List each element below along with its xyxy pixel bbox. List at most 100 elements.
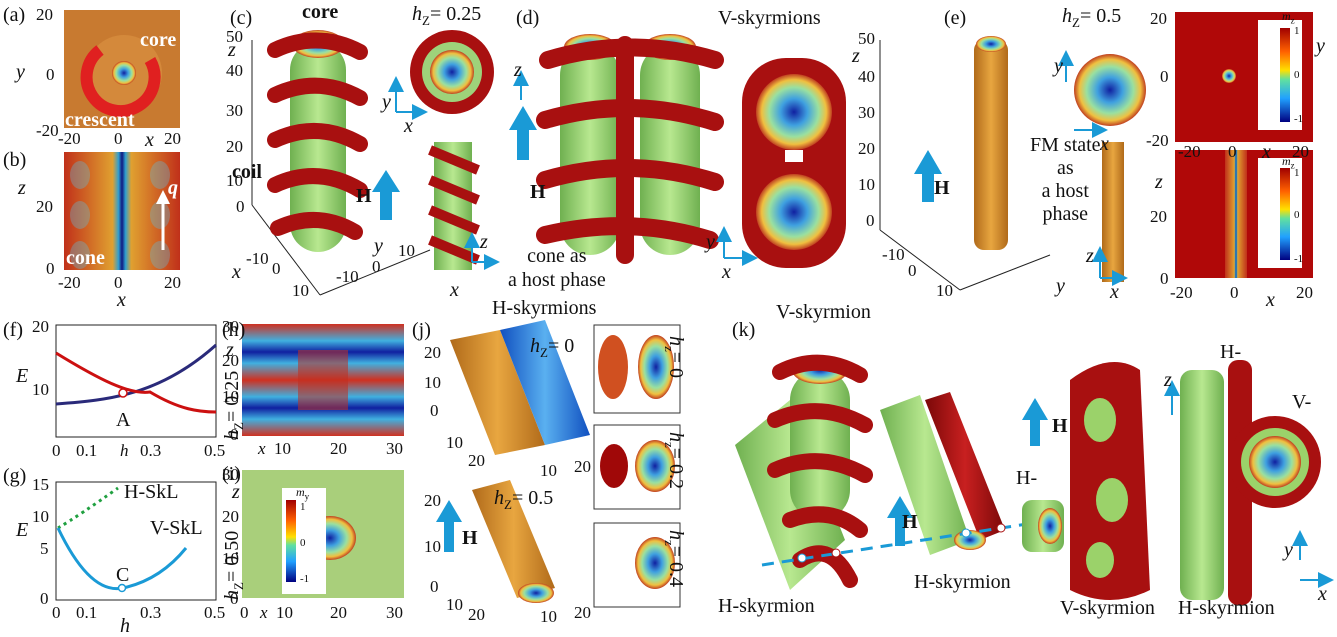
e-inset-x: x — [1100, 133, 1109, 155]
i-xtick-3: 10 — [276, 603, 293, 622]
k-zaxis: z — [1164, 369, 1172, 391]
b-xtick-2: 0 — [114, 273, 123, 292]
panel-b-label: (b) — [3, 149, 27, 171]
j-a-tick-7: 20 — [574, 457, 591, 476]
b-xaxis: x — [117, 289, 126, 311]
c-xtick-1: -10 — [246, 249, 269, 268]
e-map2-ztick-1: 20 — [1150, 207, 1167, 226]
g-xaxis: h — [120, 615, 130, 637]
e-ztick-40: 40 — [858, 67, 875, 86]
e-xtick-3: 10 — [936, 281, 953, 300]
g-ytick-4: 0 — [40, 589, 49, 608]
c-yaxis: y — [374, 235, 383, 257]
a-ytick-1: 20 — [36, 5, 53, 24]
g-xtick-1: 0 — [52, 603, 61, 622]
panel-e-label: (e) — [944, 7, 967, 29]
k-hsk-1: H-skyrmion — [718, 595, 815, 617]
d-title: V-skyrmions — [718, 7, 821, 29]
e-map1-ytick-2: 0 — [1160, 67, 1169, 86]
i-xtick-2: x — [260, 603, 268, 622]
g-HSkL: H-SkL — [124, 481, 179, 503]
panel-i-map — [242, 470, 404, 598]
g-ytick-2: 10 — [32, 507, 49, 526]
e-cb1-bot: -1 — [1294, 113, 1304, 125]
e-ztick-0: 0 — [866, 211, 875, 230]
i-cb-title: my — [296, 485, 310, 502]
c-inset-x: x — [404, 115, 413, 137]
i-zaxis: z — [232, 481, 240, 503]
c-H-label: H — [356, 185, 372, 207]
cone-label: cone — [66, 247, 105, 269]
e-ztick-10: 10 — [858, 175, 875, 194]
e-map1-xaxis: x — [1262, 141, 1271, 163]
panel-j-crosssections — [593, 324, 681, 608]
e-map2-xaxis: x — [1266, 289, 1275, 311]
panel-c-label: (c) — [230, 7, 253, 29]
i-cb-top: 1 — [300, 501, 306, 513]
j-b-tick-7: 20 — [574, 603, 591, 622]
e-map1-yaxis: y — [1316, 35, 1325, 57]
panel-j-label: (j) — [412, 319, 431, 341]
k-Hminus: H- — [1016, 467, 1038, 489]
a-xtick-1: -20 — [58, 129, 81, 148]
e-zaxis: z — [852, 45, 860, 67]
i-hz-label: hZ= 0.50 — [221, 530, 246, 600]
j-H-label: H — [462, 527, 478, 549]
e-ztick-20: 20 — [858, 139, 875, 158]
e-ztick-50: 50 — [858, 29, 875, 48]
e-map2-xtick-1: -20 — [1170, 283, 1193, 302]
j-a-tick-1: 20 — [424, 343, 441, 362]
a-yaxis: y — [16, 61, 25, 83]
j-side-hz02: hz= 0.2 — [662, 432, 687, 490]
c-ytick-2: 0 — [372, 257, 381, 276]
panel-c-field-arrow — [372, 170, 400, 220]
f-ytick-1: 20 — [32, 317, 49, 336]
d-zaxis: z — [514, 59, 522, 81]
a-xaxis: x — [145, 129, 154, 151]
panel-f-plot — [55, 324, 217, 438]
panel-e-tube — [914, 36, 1146, 286]
panel-e-axes — [879, 40, 1051, 291]
d-yaxis: y — [706, 231, 715, 253]
e-cb1-title: mz — [1282, 9, 1295, 26]
d-xaxis: x — [722, 261, 731, 283]
j-b-tick-2: 10 — [424, 537, 441, 556]
k-Hminus-2: H- — [1220, 341, 1242, 363]
g-ytick-3: 5 — [40, 539, 49, 558]
k-H-label-2: H — [902, 511, 918, 533]
j-b-tick-3: 0 — [430, 577, 439, 596]
g-VSkL: V-SkL — [150, 517, 203, 539]
h-xtick-1: x — [258, 439, 266, 458]
k-hsk-3: H-skyrmion — [1178, 597, 1275, 619]
f-ytick-2: 10 — [32, 380, 49, 399]
g-yaxis: E — [16, 519, 29, 541]
k-yaxis: y — [1284, 539, 1293, 561]
e-cb2-top: 1 — [1294, 167, 1300, 179]
e-host-label: FM state as a host phase — [1030, 134, 1101, 225]
c-ztick-50: 50 — [226, 27, 243, 46]
panel-c-axes — [251, 40, 431, 296]
f-xtick-5: 0.5 — [204, 441, 226, 460]
j-hz0: hZ= 0 — [530, 335, 575, 360]
h-xtick-3: 20 — [330, 439, 347, 458]
e-cb1-mid: 0 — [1294, 69, 1300, 81]
b-zaxis: z — [18, 177, 26, 199]
panel-c-coil — [267, 30, 368, 252]
core-label-c: core — [302, 1, 339, 23]
k-vsk-top: V-skyrmion — [776, 301, 871, 323]
h-xtick-2: 10 — [274, 439, 291, 458]
c-hz-label: hZ= 0.25 — [412, 3, 482, 28]
crescent-label: crescent — [65, 109, 135, 131]
panel-a-label: (a) — [3, 4, 26, 26]
e-map1-ytick-1: 20 — [1150, 9, 1167, 28]
panel-i-label: (i) — [222, 463, 241, 485]
i-xtick-5: 30 — [386, 603, 403, 622]
d-host-label: cone as a host phase — [508, 245, 606, 291]
g-xtick-3: 0.3 — [140, 603, 162, 622]
e-xtick-2: 0 — [908, 261, 917, 280]
i-ztick-3: 10 — [222, 549, 239, 568]
j-b-tick-6: 10 — [540, 607, 557, 626]
panel-k-label: (k) — [732, 319, 756, 341]
e-cb2-bot: -1 — [1294, 253, 1304, 265]
